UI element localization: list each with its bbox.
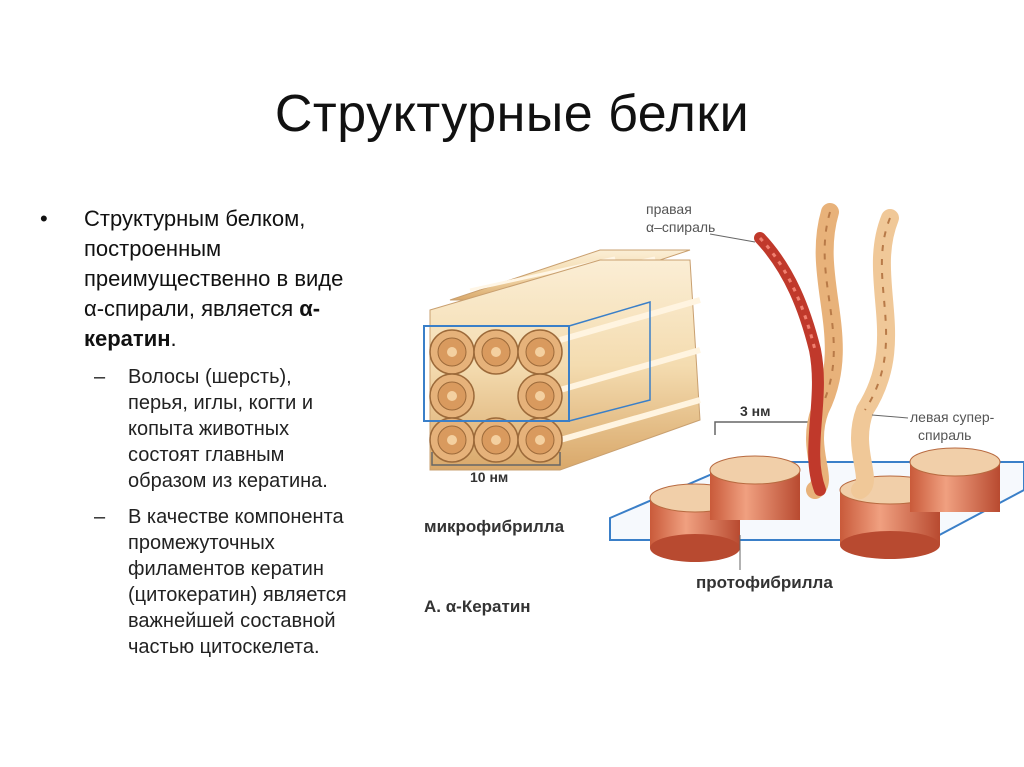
rope-twist-marks: [864, 217, 891, 411]
label-right-helix: α–спираль: [646, 219, 715, 235]
tube-cap: [429, 329, 475, 375]
label-protofibril: протофибрилла: [696, 573, 833, 592]
label-right-helix: правая: [646, 201, 692, 217]
tube-cap: [517, 373, 563, 419]
label-left-superhelix: спираль: [918, 427, 971, 443]
bullet-main: • Структурным белком, построенным преиму…: [40, 204, 430, 354]
cylinder: [709, 455, 801, 520]
sub-bullet-line: промежуточных: [128, 532, 275, 554]
super-helix: [754, 203, 899, 499]
sub-bullet-line: важнейшей составной: [128, 610, 336, 632]
dash-symbol: –: [94, 366, 106, 388]
cylinder: [909, 447, 1001, 512]
sub-bullet-line: состоят главным: [128, 444, 285, 466]
bullet-line: α-спирали, является α-: [84, 294, 430, 324]
bullet-line: кератин.: [84, 324, 430, 354]
highlight-box-depth: [568, 300, 651, 422]
highlight-box: [423, 325, 570, 422]
bullet-line: построенным: [84, 236, 222, 261]
left-superhelix-leader-line: [871, 414, 909, 419]
tube-highlight: [559, 397, 701, 443]
right-alpha-helix-strand: [754, 232, 826, 496]
sub-bullet-line: В качестве компонента: [128, 506, 344, 528]
tube-end-caps: [429, 329, 563, 463]
keratin-diagram: 10 нм микрофибрилла А. α-Кератин 3 нм пр…: [423, 201, 1024, 616]
sub-bullet-line: филаментов кератин: [128, 558, 324, 580]
tube-highlight: [559, 297, 701, 343]
tube-cap: [517, 417, 563, 463]
sub-bullet-line: Волосы (шерсть),: [128, 366, 292, 388]
bullet-line: Структурным белком,: [84, 206, 306, 231]
tube-cap: [473, 329, 519, 375]
label-microfibril: микрофибрилла: [424, 517, 565, 536]
sub-bullet-line: (цитокератин) является: [128, 584, 347, 606]
tube-cap: [517, 329, 563, 375]
bullet-line: преимущественно в виде: [84, 266, 344, 291]
rope-twist-marks: [819, 211, 835, 411]
label-caption: А. α-Кератин: [424, 597, 531, 616]
bullet-list: • Структурным белком, построенным преиму…: [40, 204, 430, 660]
tube-cap: [473, 417, 519, 463]
sub-bullet-line: копыта животных: [128, 418, 290, 440]
sub-bullet-line: образом из кератина.: [128, 470, 328, 492]
sub-bullet-cytokeratin: – В качестве компонента промежуточных фи…: [40, 504, 430, 660]
tube-cap: [429, 417, 475, 463]
protofibril: 3 нм протофибрилла: [609, 403, 1024, 592]
dimension-bracket-10nm: [431, 452, 561, 466]
sub-bullet-line: частью цитоскелета.: [128, 636, 320, 658]
bullet-text: α-спирали, является: [84, 296, 300, 321]
bullet-bold-text: кератин: [84, 326, 171, 351]
sub-bullet-hair: – Волосы (шерсть), перья, иглы, когти и …: [40, 364, 430, 494]
bullet-symbol: •: [40, 206, 48, 231]
helix-coil-marks: [758, 236, 817, 351]
bullet-bold-text: α-: [299, 296, 321, 321]
tube-cap: [429, 373, 475, 419]
right-helix-leader-line: [709, 233, 756, 243]
label-10nm: 10 нм: [470, 469, 508, 485]
dimension-bracket-3nm: [714, 421, 811, 435]
label-3nm: 3 нм: [740, 403, 771, 419]
slide-title: Структурные белки: [274, 85, 750, 143]
rope-strand: [851, 209, 899, 499]
sub-bullet-line: перья, иглы, когти и: [128, 392, 314, 414]
label-left-superhelix: левая супер-: [910, 409, 995, 425]
microfibril-bundle: 10 нм: [423, 249, 701, 485]
dash-symbol: –: [94, 506, 106, 528]
bullet-text: .: [170, 326, 177, 351]
tube-highlight: [559, 347, 701, 393]
